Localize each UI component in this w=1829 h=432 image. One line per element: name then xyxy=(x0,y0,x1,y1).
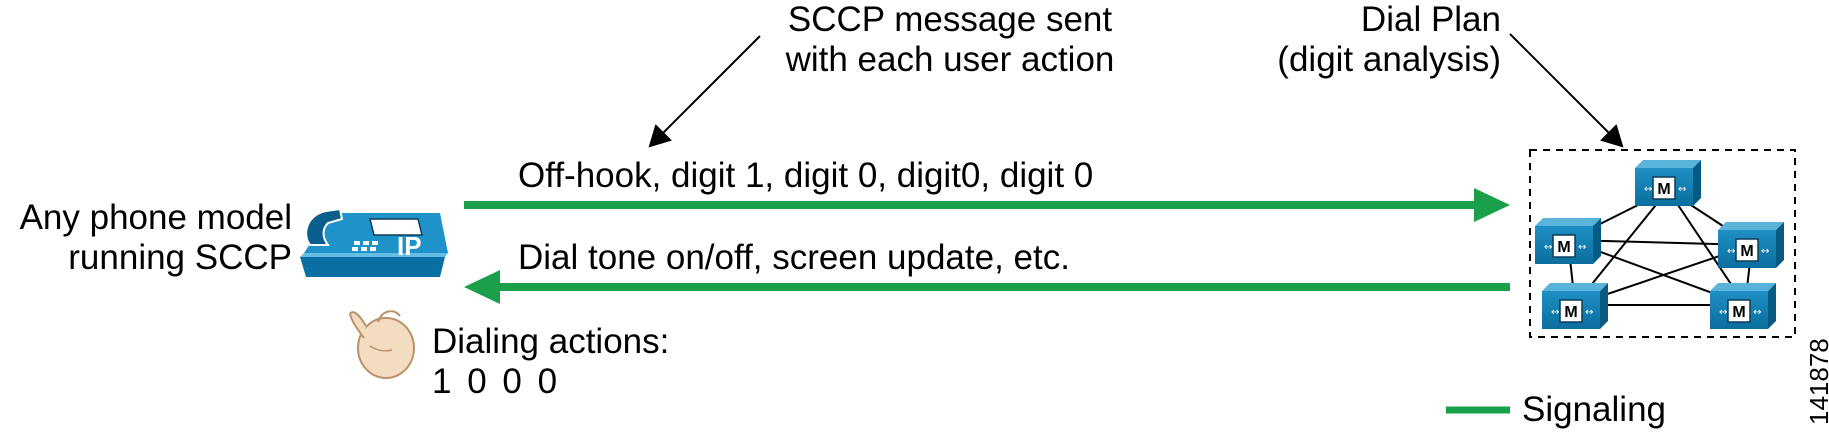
callmanager-node-left: M ↔ ↔ xyxy=(1535,218,1601,264)
svg-text:↔: ↔ xyxy=(1727,246,1735,257)
svg-text:↔: ↔ xyxy=(1678,184,1686,195)
svg-text:↔: ↔ xyxy=(1761,246,1769,257)
dialplan-annotation-line2: (digit analysis) xyxy=(1277,40,1501,79)
dialplan-pointer-arrow xyxy=(1509,33,1624,148)
svg-text:↔: ↔ xyxy=(1585,307,1593,318)
ip-phone-icon: IP xyxy=(300,207,448,277)
ip-badge: IP xyxy=(397,231,422,261)
signaling-arrow-to-phone xyxy=(464,270,1510,304)
sccp-pointer-arrow xyxy=(648,35,761,148)
figure-number: 141878 xyxy=(1804,338,1829,425)
arrow-to-phone-label: Dial tone on/off, screen update, etc. xyxy=(518,238,1070,277)
arrow-to-cm-label: Off-hook, digit 1, digit 0, digit0, digi… xyxy=(518,156,1094,195)
dialing-actions-label: Dialing actions: 1 0 0 0 xyxy=(432,322,669,402)
callmanager-node-bottom-right: M ↔ ↔ xyxy=(1710,283,1776,329)
callmanager-node-top: M ↔ ↔ xyxy=(1635,160,1701,206)
callmanager-node-bottom-left: M ↔ ↔ xyxy=(1542,283,1608,329)
svg-text:↔: ↔ xyxy=(1544,242,1552,253)
cm-node-label: M xyxy=(1740,243,1753,260)
finger-pointing-icon xyxy=(348,310,415,379)
svg-text:↔: ↔ xyxy=(1644,184,1652,195)
cm-node-label: M xyxy=(1657,181,1670,198)
dialplan-annotation-line1: Dial Plan xyxy=(1360,0,1501,39)
cluster-boundary xyxy=(1529,149,1796,338)
dialing-actions-title: Dialing actions: xyxy=(432,322,670,361)
phone-label: Any phone model running SCCP xyxy=(20,198,292,278)
svg-text:↔: ↔ xyxy=(1719,307,1727,318)
sccp-annotation: SCCP message sent with each user action xyxy=(750,0,1150,80)
cm-node-label: M xyxy=(1557,239,1570,256)
svg-text:↔: ↔ xyxy=(1753,307,1761,318)
callmanager-node-right: M ↔ ↔ xyxy=(1718,222,1784,268)
cm-node-label: M xyxy=(1564,304,1577,321)
phone-label-line1: Any phone model xyxy=(19,198,292,237)
sccp-annotation-line2: with each user action xyxy=(785,40,1115,79)
dialing-actions-digits: 1 0 0 0 xyxy=(432,362,561,401)
svg-text:↔: ↔ xyxy=(1551,307,1559,318)
cm-node-label: M xyxy=(1732,304,1745,321)
dialplan-annotation: Dial Plan (digit analysis) xyxy=(1277,0,1501,80)
svg-text:↔: ↔ xyxy=(1578,242,1586,253)
phone-label-line2: running SCCP xyxy=(68,238,292,277)
sccp-annotation-line1: SCCP message sent xyxy=(787,0,1113,39)
signaling-arrow-to-cm xyxy=(464,188,1510,222)
legend-signaling-label: Signaling xyxy=(1522,390,1666,429)
